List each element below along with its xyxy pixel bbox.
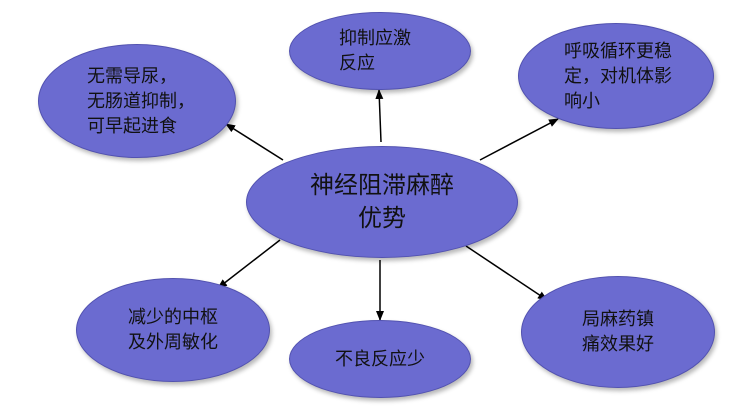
node-central-peripheral-label: 减少的中枢 及外周敏化 <box>128 307 218 353</box>
node-adverse-reactions: 不良反应少 <box>289 320 471 398</box>
node-no-catheter-diet: 无需导尿， 无肠道抑制， 可早起进食 <box>38 44 236 158</box>
node-no-catheter-diet-label: 无需导尿， 无肠道抑制， 可早起进食 <box>87 65 195 137</box>
node-central-peripheral: 减少的中枢 及外周敏化 <box>76 278 270 382</box>
node-stress-response: 抑制应激 反应 <box>289 12 471 90</box>
center-node-label: 神经阻滞麻醉 优势 <box>310 171 454 232</box>
arrow-to-local-anesthesia <box>465 245 548 301</box>
node-local-anesthesia: 局麻药镇 痛效果好 <box>521 276 715 388</box>
node-local-anesthesia-label: 局麻药镇 痛效果好 <box>582 309 654 355</box>
node-stress-response-label: 抑制应激 反应 <box>339 28 411 74</box>
arrow-to-respiration-circulation <box>479 118 559 161</box>
node-respiration-circulation-label: 呼吸循环更稳 定，对机体影 响小 <box>564 40 672 112</box>
node-respiration-circulation: 呼吸循环更稳 定，对机体影 响小 <box>518 23 714 129</box>
arrow-to-central-peripheral <box>217 239 281 289</box>
arrow-to-stress-response <box>375 89 384 143</box>
arrow-to-no-catheter-diet <box>225 123 284 161</box>
node-adverse-reactions-label: 不良反应少 <box>335 348 425 370</box>
node-center-advantages: 神经阻滞麻醉 优势 <box>246 146 518 258</box>
